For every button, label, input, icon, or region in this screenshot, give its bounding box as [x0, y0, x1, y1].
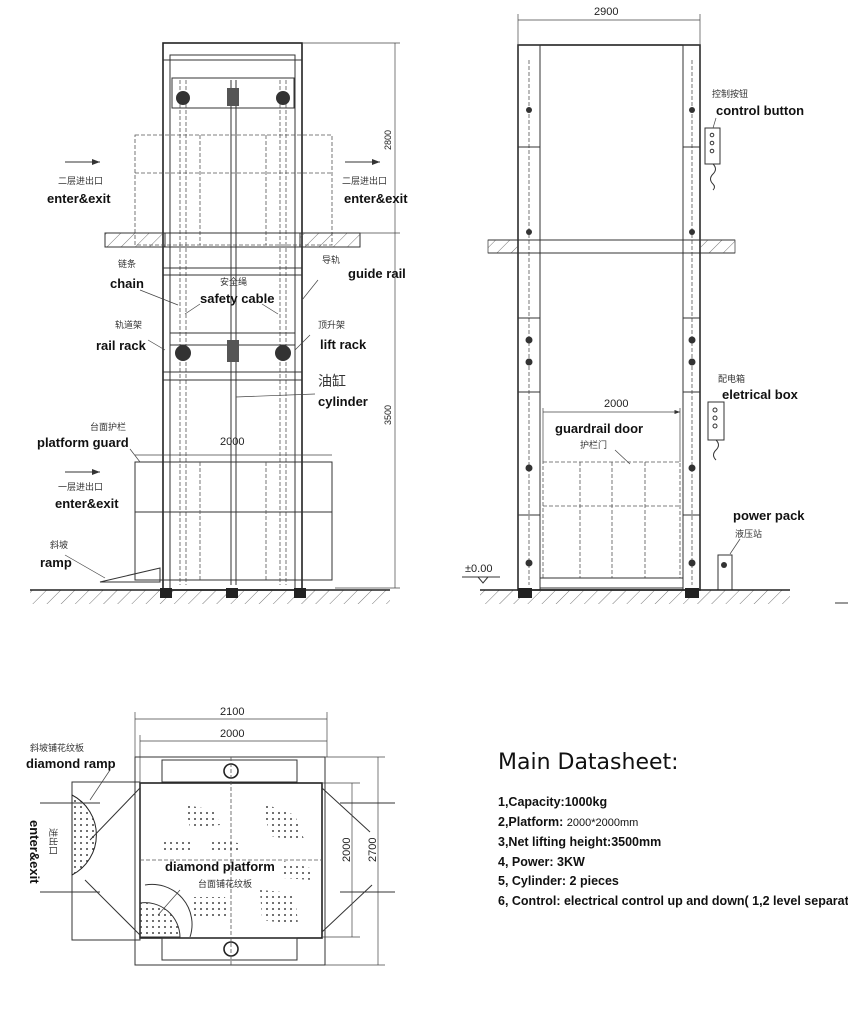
platform-guard-cn: 台面护栏: [90, 421, 126, 433]
dim-top: 2800: [383, 130, 393, 150]
entry-label: enter&exit: [27, 820, 42, 884]
dim-plan-outer-width: 2100: [220, 706, 244, 718]
dim-plan-inner-width: 2000: [220, 728, 244, 740]
level-mark: ±0.00: [465, 563, 492, 575]
dim-plan-outer-depth: 2700: [367, 838, 379, 862]
control-button-label: control button: [716, 103, 804, 118]
dim-lift-height: 3500: [383, 405, 393, 425]
plan-outer: [134, 756, 326, 966]
control-button-box: [704, 127, 721, 165]
upper-entry-cn-left: 二层进出口: [58, 175, 103, 187]
chain-label: chain: [110, 276, 144, 291]
diamond-platform-label: diamond platform: [165, 859, 275, 874]
upper-entry-cn-right: 二层进出口: [342, 175, 387, 187]
upper-guard: [134, 134, 333, 246]
electrical-box: [707, 401, 725, 441]
lift-rack-label: lift rack: [320, 337, 367, 352]
rail-rack-label: rail rack: [96, 338, 147, 353]
datasheet-item-cylinder: 5, Cylinder: 2 pieces: [498, 874, 619, 888]
power-pack-label: power pack: [733, 508, 805, 523]
cylinder-cn: 油缸: [318, 373, 346, 390]
ramp-label: ramp: [40, 555, 72, 570]
guardrail-door-cn: 护栏门: [580, 439, 607, 451]
power-pack: [717, 554, 733, 591]
guardrail-door: [542, 461, 681, 579]
cylinder-label: cylinder: [318, 394, 368, 409]
rail-rack-cn: 轨道架: [115, 319, 142, 331]
left-elevation: 二层进出口 enter&exit 二层进出口 enter&exit 链条 cha…: [30, 42, 408, 604]
dim-plan-inner-depth: 2000: [341, 838, 353, 862]
diamond-platform-cn: 台面铺花纹板: [198, 878, 252, 890]
upper-entry-label-left: enter&exit: [47, 191, 111, 206]
electrical-box-label: eletrical box: [722, 387, 799, 402]
platform-guard-label: platform guard: [37, 435, 129, 450]
entry-cn: 进出口: [47, 828, 59, 855]
plan-view: 2100 2000 2000 2700 斜坡铺花纹板 diamond ramp …: [26, 706, 395, 966]
dim-width-left: 2000: [220, 436, 244, 448]
guide-rail-label: guide rail: [348, 266, 406, 281]
dim-door-width: 2000: [604, 398, 628, 410]
safety-cable-cn: 安全绳: [220, 276, 247, 288]
ramp-cn: 斜坡: [50, 539, 68, 551]
datasheet-item-control: 6, Control: electrical control up and do…: [498, 893, 848, 908]
guide-rail-cn: 导轨: [322, 254, 340, 266]
datasheet-title: Main Datasheet:: [498, 750, 679, 775]
ramp: [99, 567, 161, 583]
diamond-ramp-cn: 斜坡铺花纹板: [30, 742, 84, 754]
datasheet-item-capacity: 1,Capacity:1000kg: [498, 795, 608, 809]
mast-frame: [162, 42, 303, 591]
diamond-ramp-label: diamond ramp: [26, 756, 116, 771]
datasheet-item-platform: 2,Platform: 2000*2000mm: [498, 814, 639, 829]
datasheet-item-power: 4, Power: 3KW: [498, 854, 585, 869]
safety-cable-label: safety cable: [200, 291, 274, 306]
electrical-box-cn: 配电箱: [718, 373, 745, 385]
chain-cn: 链条: [118, 258, 136, 270]
right-elevation: 2900 控制按钮 control button 配电箱 eletrical b…: [462, 6, 848, 604]
main-datasheet: Main Datasheet: 1,Capacity:1000kg 2,Plat…: [498, 750, 848, 911]
datasheet-item-lifting-height: 3,Net lifting height:3500mm: [498, 835, 662, 849]
lower-entry-label: enter&exit: [55, 496, 119, 511]
guardrail-door-label: guardrail door: [555, 421, 643, 436]
upper-entry-label-right: enter&exit: [344, 191, 408, 206]
power-pack-cn: 液压站: [735, 528, 762, 540]
control-button-cn: 控制按钮: [712, 88, 748, 100]
dim-overall-width: 2900: [594, 6, 618, 18]
lower-entry-cn: 一层进出口: [58, 481, 103, 493]
lift-rack-cn: 顶升架: [318, 320, 345, 331]
